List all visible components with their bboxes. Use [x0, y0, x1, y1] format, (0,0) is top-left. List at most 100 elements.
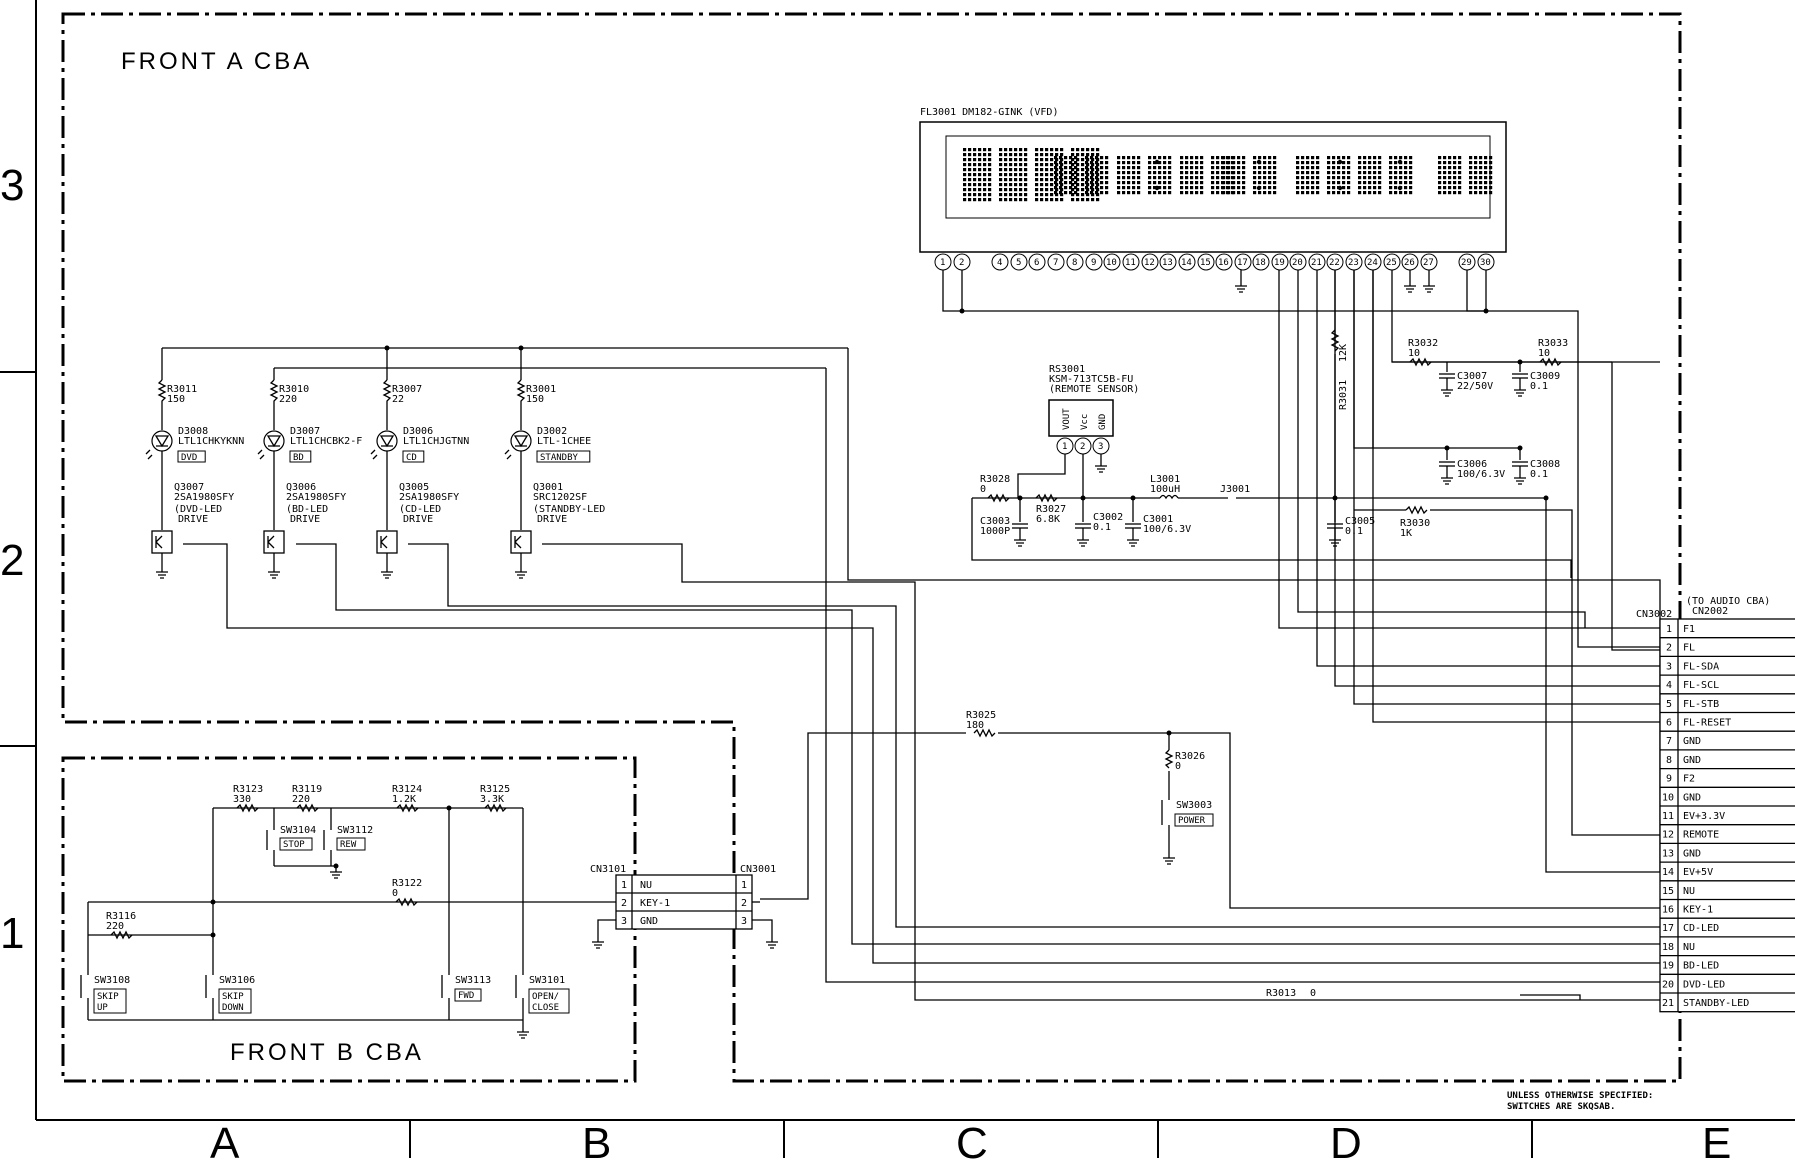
diode-ref: D3007	[290, 426, 320, 437]
r3116-value: 220	[106, 921, 124, 932]
cn3002-pin-num: 12	[1662, 830, 1674, 841]
grid-col-c: C	[956, 1119, 988, 1161]
cn3001-pin3: 3	[741, 916, 747, 927]
transistor-part: 2SA1980SFY	[286, 492, 346, 503]
c3006-value: 100/6.3V	[1457, 469, 1505, 480]
r3031-value: 12K	[1338, 344, 1349, 362]
transistor-part: 2SA1980SFY	[174, 492, 234, 503]
cn3002-pin-num: 9	[1666, 774, 1672, 785]
vfd-pin-18: 18	[1255, 258, 1266, 268]
led-driver-bd: R3010220D3007LTL1CHCBK2-FBDQ30062SA1980S…	[257, 379, 362, 579]
drive-label-1: (BD-LED	[286, 504, 328, 515]
drive-label-1: (DVD-LED	[174, 504, 222, 515]
vfd-pin-17: 17	[1237, 258, 1248, 268]
cn3002-pin-name: F1	[1683, 624, 1695, 635]
vfd-pin-16: 16	[1218, 258, 1229, 268]
l3001-symbol	[1159, 494, 1179, 500]
cn3002-pin-name: FL-SCL	[1683, 680, 1719, 691]
cn3002-pin-name: DVD-LED	[1683, 979, 1725, 990]
rs3001-ref: RS3001	[1049, 364, 1085, 375]
r3028-label: R3028	[980, 474, 1010, 485]
rs3001-pin-vout: VOUT	[1062, 408, 1072, 430]
led-res-val: 220	[279, 394, 297, 405]
r3026-value: 0	[1175, 761, 1181, 772]
vfd-pin-12: 12	[1144, 258, 1155, 268]
grid-col-d: D	[1330, 1119, 1362, 1161]
rs3001-pin3: 3	[1098, 442, 1103, 452]
cn3002-pin-num: 2	[1666, 643, 1672, 654]
r3032-symbol	[1409, 357, 1432, 367]
led-res-val: 150	[526, 394, 544, 405]
r3026-label: R3026	[1175, 751, 1205, 762]
r3028-symbol	[987, 493, 1010, 503]
cn3002-pin-name: REMOTE	[1683, 830, 1719, 841]
c3001-label: C3001	[1143, 514, 1173, 525]
vfd-pin-13: 13	[1162, 258, 1173, 268]
r3027-value: 6.8K	[1036, 514, 1060, 525]
r3027-label: R3027	[1036, 504, 1066, 515]
vfd-pin-15: 15	[1200, 258, 1211, 268]
sw3101-tag1: OPEN/	[532, 992, 559, 1002]
cn3002-pin-name: FL-RESET	[1683, 718, 1731, 729]
cn3002-pin-name: GND	[1683, 736, 1701, 747]
cn3002-pin-name: GND	[1683, 755, 1701, 766]
led-driver-standby: R3001150D3002LTL-1CHEESTANDBYQ3001SRC120…	[504, 379, 605, 579]
r3030-label: R3030	[1400, 518, 1430, 529]
transistor-ref: Q3005	[399, 482, 429, 493]
cn3002-pin-num: 21	[1662, 998, 1674, 1009]
r3025-value: 180	[966, 720, 984, 731]
led-driver-cd: R300722D3006LTL1CHJGTNNCDQ30052SA1980SFY…	[370, 379, 469, 579]
cn3002-pin-name: FL-STB	[1683, 699, 1719, 710]
vfd-pin-23: 23	[1348, 258, 1359, 268]
led-res-val: 150	[167, 394, 185, 405]
sw3108-label: SW3108	[94, 975, 130, 986]
vfd-pin-8: 8	[1072, 258, 1077, 268]
drive-label-1: (CD-LED	[399, 504, 441, 515]
led-wiring	[161, 345, 1661, 1001]
led-driver-dvd: R3011150D3008LTL1CHKYKNNDVDQ30072SA1980S…	[145, 379, 244, 579]
r3033-symbol	[1539, 357, 1562, 367]
cn3101-connector: CN3101 1 NU 2 KEY-1 3 GND CN3001 1 2 3	[590, 864, 776, 942]
diode-ref: D3002	[537, 426, 567, 437]
sw3101-label: SW3101	[529, 975, 565, 986]
r3026-symbol	[1164, 749, 1174, 769]
cn3002-pin-num: 15	[1662, 886, 1674, 897]
r3122-symbol	[395, 897, 418, 907]
vfd-pin-9: 9	[1091, 258, 1096, 268]
c3002-label: C3002	[1093, 512, 1123, 523]
r3125-label: R3125	[480, 784, 510, 795]
c3008-value: 0.1	[1530, 469, 1548, 480]
c3009-label: C3009	[1530, 371, 1560, 382]
diode-ref: D3006	[403, 426, 433, 437]
c3005-value: 0.1	[1345, 526, 1363, 537]
front-b-board-title: FRONT B CBA	[230, 1039, 424, 1066]
led-res-ref: R3001	[526, 384, 556, 395]
sw3003-tag: POWER	[1178, 816, 1206, 826]
j3001-label: J3001	[1220, 484, 1250, 495]
r3025-symbol	[973, 728, 996, 738]
cn3002-pin-name: KEY-1	[1683, 905, 1713, 916]
cn3002-pin-num: 11	[1662, 811, 1674, 822]
cn3001-pin2: 2	[741, 898, 747, 909]
front-b-board-outline	[61, 756, 637, 1083]
r3125-symbol	[484, 803, 507, 813]
vfd-wiring	[942, 270, 1660, 723]
vfd-pin-26: 26	[1404, 258, 1415, 268]
drive-label-2: DRIVE	[178, 514, 208, 525]
r3116-label: R3116	[106, 911, 136, 922]
vfd-pin-10: 10	[1106, 258, 1117, 268]
vfd-pin-6: 6	[1034, 258, 1039, 268]
cn3101-pin1-num: 1	[621, 880, 627, 891]
cn3101-pin3-num: 3	[621, 916, 627, 927]
cn3001-pin1: 1	[741, 880, 747, 891]
cn3002-label: CN3002	[1636, 609, 1672, 620]
grid-labels: 3 2 1 A B C D E	[0, 161, 1731, 1161]
l3001-label: L3001	[1150, 474, 1180, 485]
cn3002-pin-name: GND	[1683, 848, 1701, 859]
drive-label-2: DRIVE	[403, 514, 433, 525]
diode-ref: D3008	[178, 426, 208, 437]
cn3002-pin-num: 14	[1662, 867, 1674, 878]
vfd-filament-supply: R3032 10 R3033 10 C3007 22/50V C3009 0.1…	[959, 308, 1568, 500]
front-b-circuit: R3123 330 R3119 220 R3124 1.2K R3125 3.3…	[80, 784, 625, 1032]
